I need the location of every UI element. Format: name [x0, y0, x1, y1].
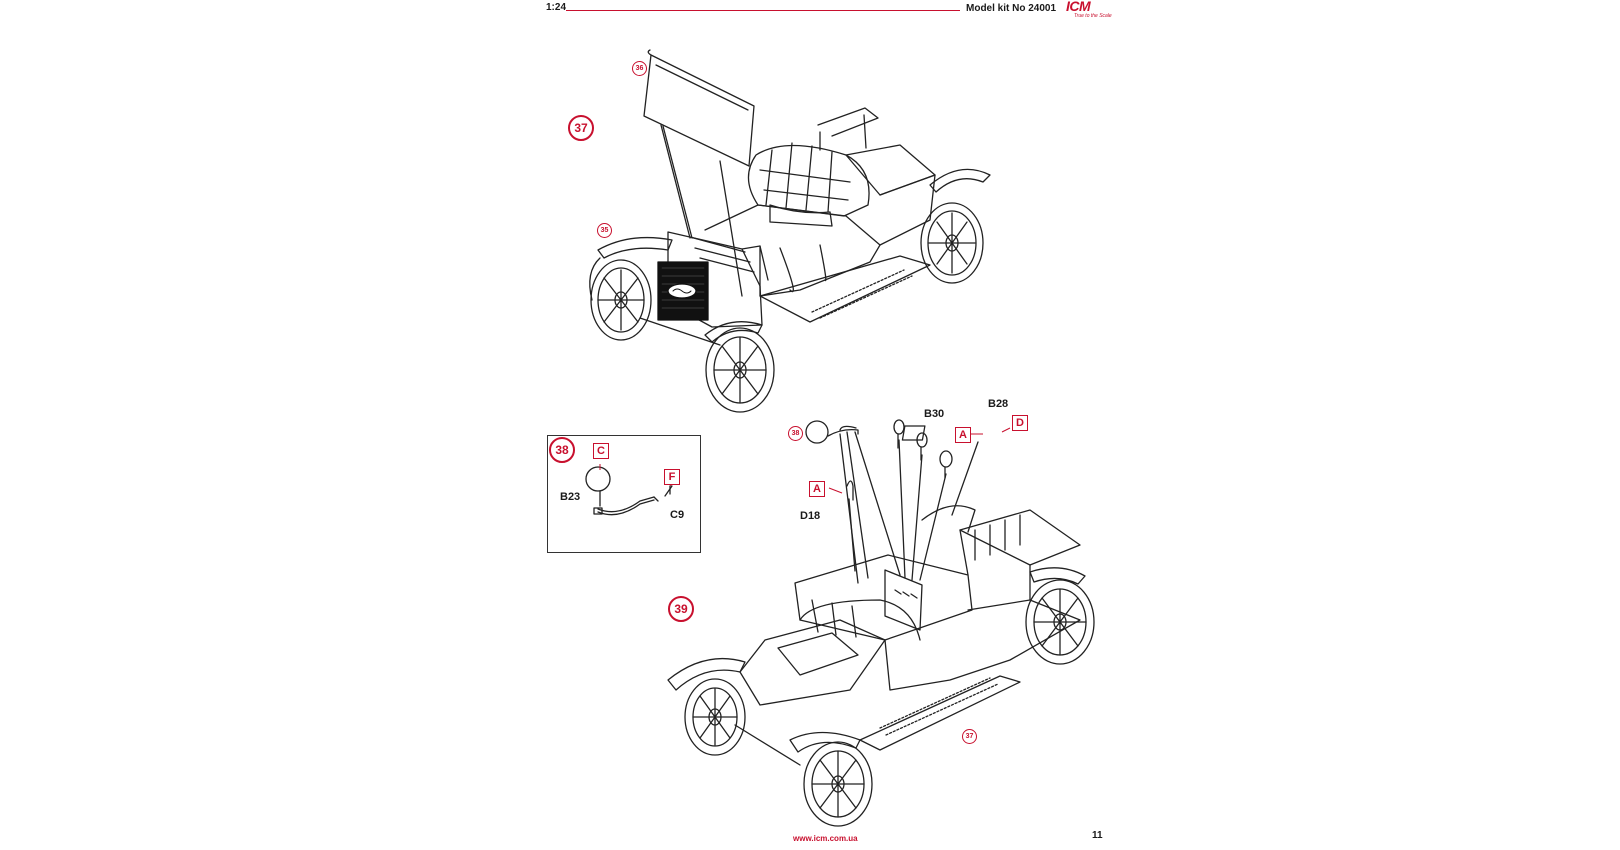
mark-a-lower: A	[809, 481, 825, 497]
ref-step-37: 37	[962, 729, 977, 744]
mark-d: D	[1012, 415, 1028, 431]
inset-drawing	[585, 466, 673, 516]
mark-a-upper: A	[955, 427, 971, 443]
ref-step-36: 36	[632, 61, 647, 76]
page-number: 11	[1092, 830, 1103, 841]
ref-step-38: 38	[788, 426, 803, 441]
logo-text: ICM	[1066, 0, 1091, 14]
detail-inset	[547, 435, 701, 553]
icm-logo: ICM True to the Scale	[1062, 0, 1114, 22]
step-number-37: 37	[568, 115, 594, 141]
scale-label: 1:24	[546, 2, 567, 13]
lower-car-drawing	[667, 419, 1095, 827]
part-label-b28: B28	[988, 398, 1009, 410]
part-label-b23: B23	[560, 491, 581, 503]
step-number-38: 38	[549, 437, 575, 463]
kit-number: Model kit No 24001	[966, 3, 1057, 14]
footer-url: www.icm.com.ua	[793, 834, 858, 843]
mark-f: F	[664, 469, 680, 485]
header-rule	[566, 10, 960, 11]
part-label-b30: B30	[924, 408, 945, 420]
ref-step-35: 35	[597, 223, 612, 238]
part-label-c9: C9	[670, 509, 685, 521]
mark-c: C	[593, 443, 609, 459]
step-number-39: 39	[668, 596, 694, 622]
logo-tagline: True to the Scale	[1074, 13, 1112, 19]
part-label-d18: D18	[800, 510, 821, 522]
upper-car-drawing	[589, 49, 991, 413]
